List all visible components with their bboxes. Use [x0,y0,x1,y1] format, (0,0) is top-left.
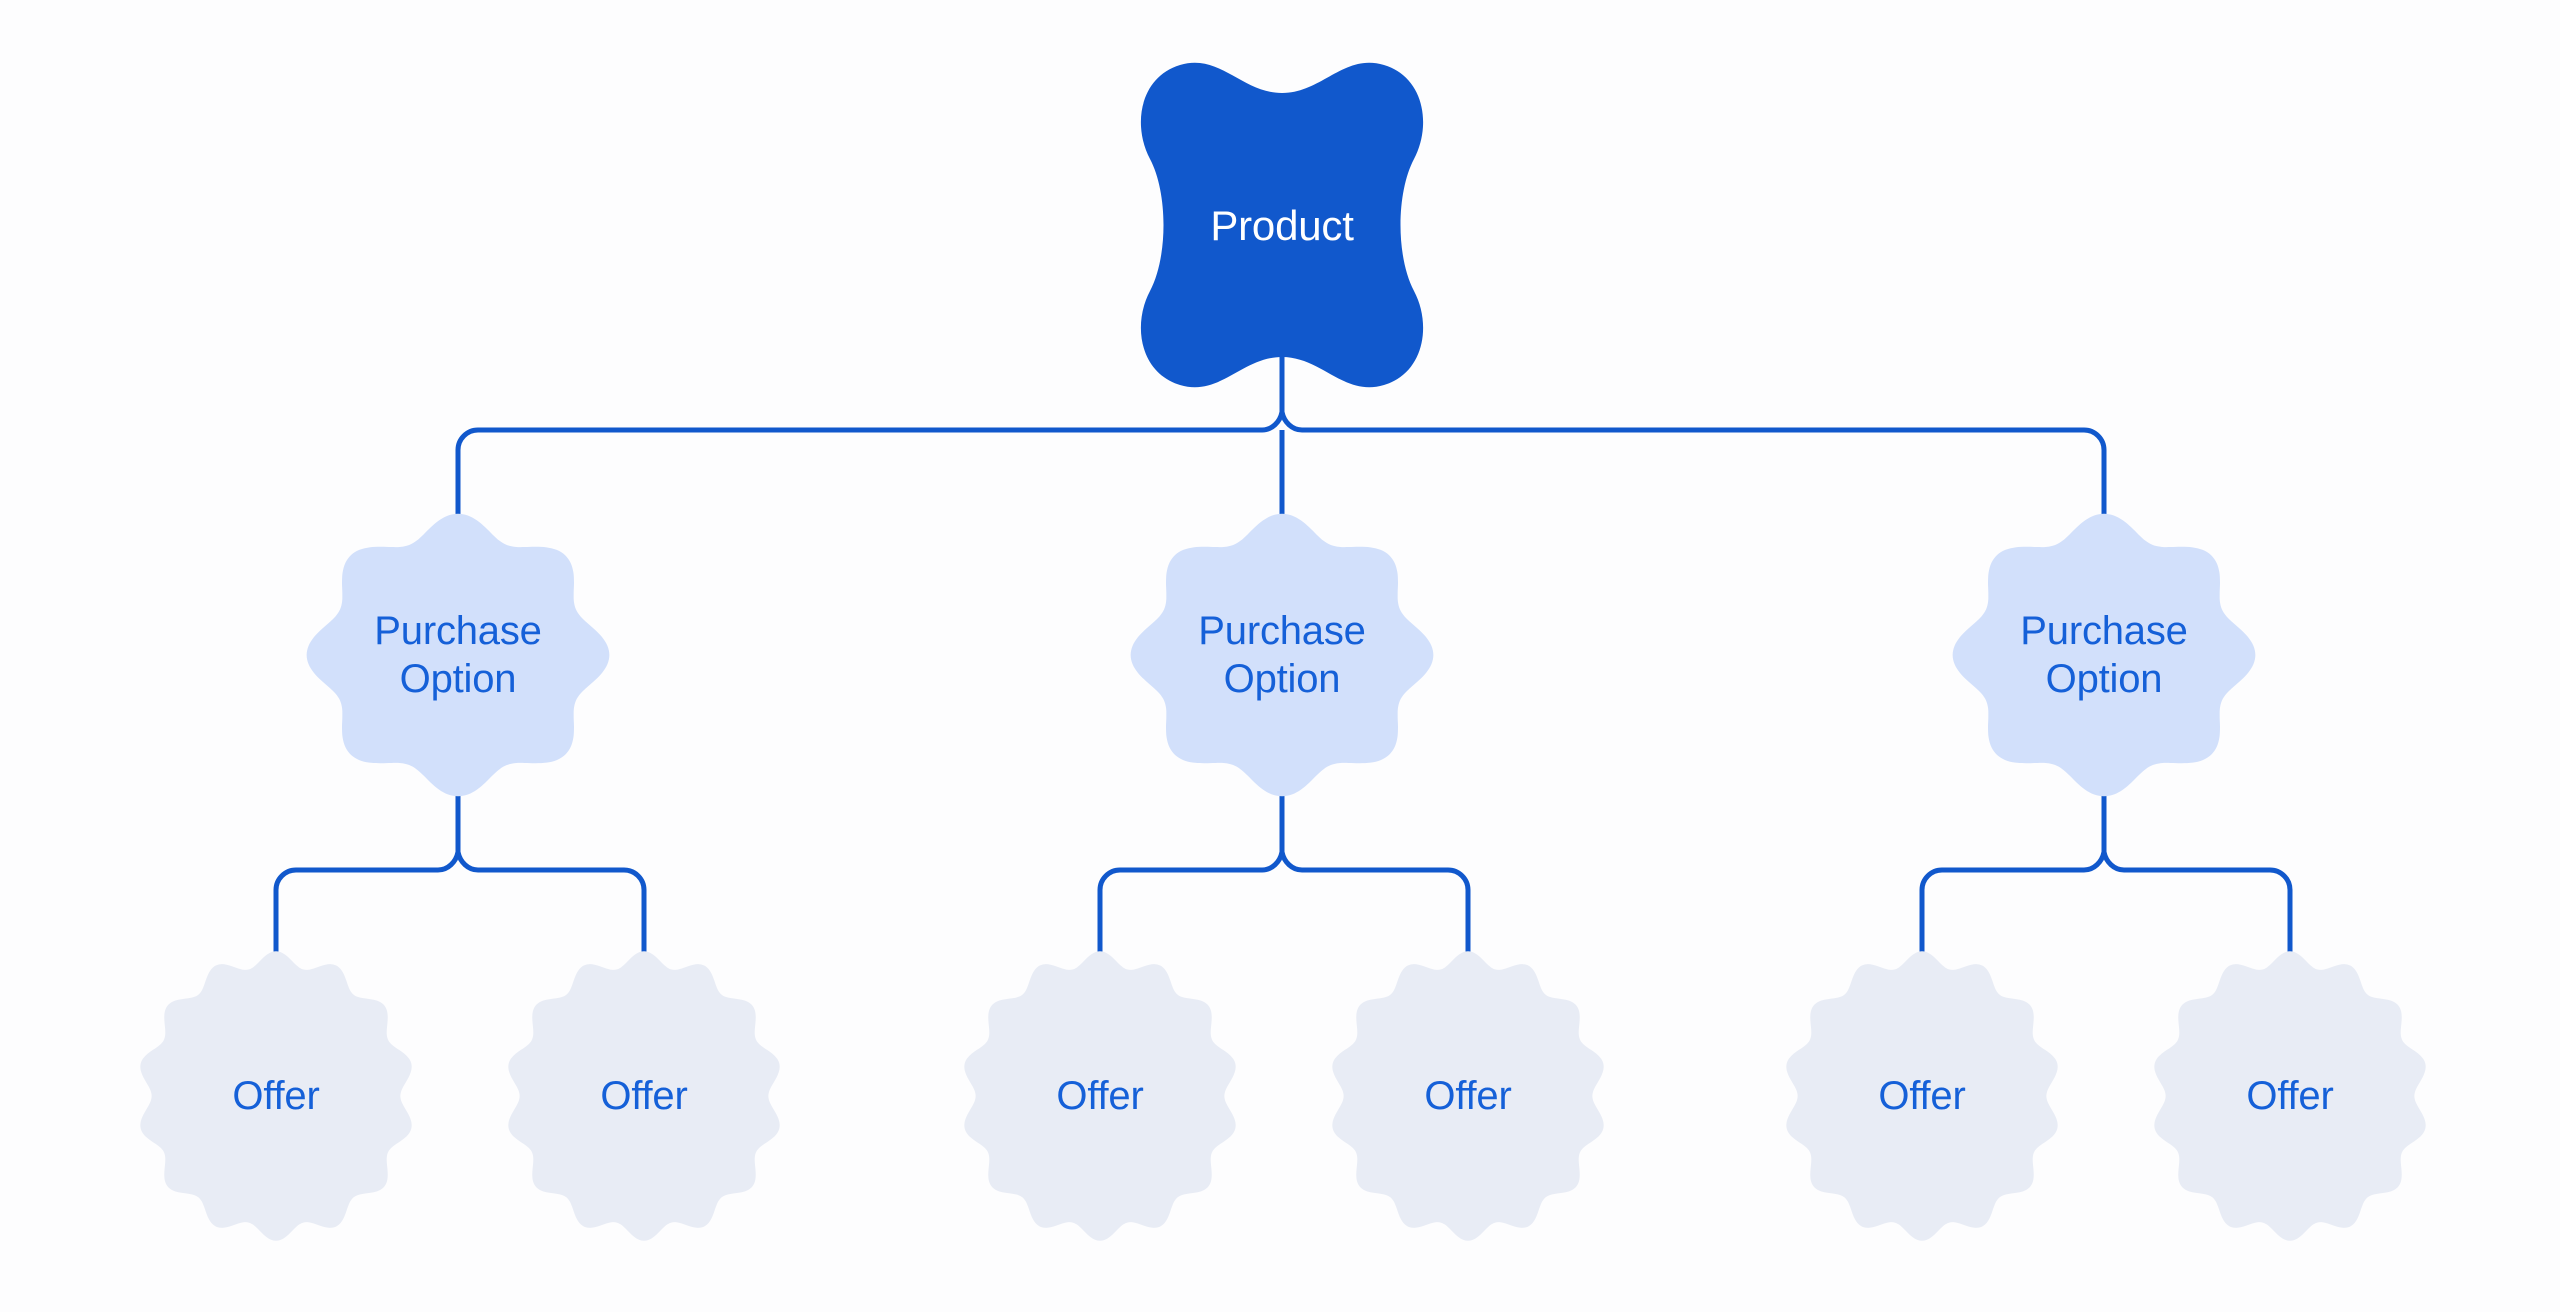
edge-po3-to-offer6 [2124,867,2293,960]
edge-po1-to-offer1 [273,867,438,960]
node-offer-4[interactable] [1332,951,1604,1241]
node-purchase-option-1[interactable] [306,513,610,797]
edge-po1-to-offer2 [478,867,647,960]
node-product[interactable] [1140,62,1424,388]
node-shape-layer [140,62,2426,1241]
node-purchase-option-3[interactable] [1952,513,2256,797]
edge-po3-to-offer5 [1919,867,2084,960]
edge-po1-fillet-left [437,851,461,873]
edge-top-bus-fillet-right [1279,411,1303,433]
node-offer-5[interactable] [1786,951,2058,1241]
connector-layer [273,212,2293,960]
node-offer-6[interactable] [2154,951,2426,1241]
edge-po2-fillet-left [1261,851,1285,873]
edge-top-bus-fillet-left [1261,411,1285,433]
node-offer-2[interactable] [508,951,780,1241]
edge-po2-fillet-right [1279,851,1303,873]
edge-product-to-po3 [1302,427,2107,519]
edge-po1-fillet-right [455,851,479,873]
edge-po2-to-offer3 [1097,867,1262,960]
node-offer-3[interactable] [964,951,1236,1241]
node-offer-1[interactable] [140,951,412,1241]
edge-po3-fillet-left [2083,851,2107,873]
edge-po2-to-offer4 [1302,867,1471,960]
edge-po3-fillet-right [2101,851,2125,873]
node-purchase-option-2[interactable] [1130,513,1434,797]
edge-product-to-po1 [455,427,1262,519]
